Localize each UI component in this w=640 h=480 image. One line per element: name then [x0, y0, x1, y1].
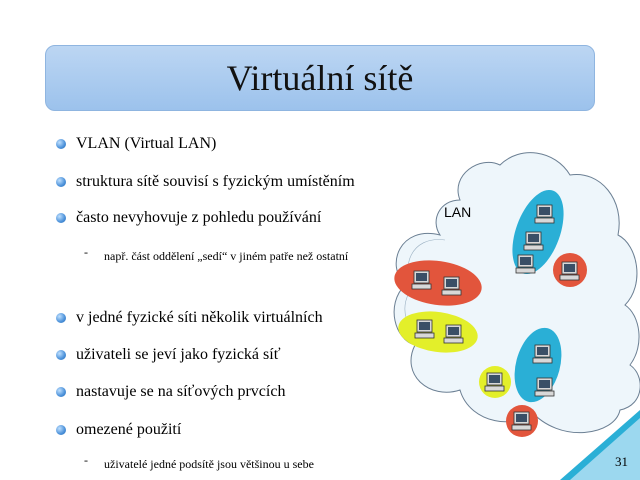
bullet-item: uživateli se jeví jako fyzická síť [56, 345, 281, 365]
bullet-icon [56, 387, 66, 397]
bullet-item: omezené použití [56, 420, 181, 440]
bullet-icon [56, 213, 66, 223]
dash-icon: - [84, 245, 88, 259]
bullet-icon [56, 139, 66, 149]
bullet-item: nastavuje se na síťových prvcích [56, 382, 285, 402]
corner-shape [560, 410, 640, 480]
bullet-icon [56, 425, 66, 435]
bullet-text: omezené použití [76, 421, 182, 438]
page-number: 31 [615, 454, 628, 469]
bullet-text: nastavuje se na síťových prvcích [76, 383, 286, 400]
bullet-text: struktura sítě souvisí s fyzickým umístě… [76, 173, 355, 190]
dash-icon: - [84, 453, 88, 467]
bullet-item: VLAN (Virtual LAN) [56, 134, 216, 154]
bullet-text: uživateli se jeví jako fyzická síť [76, 346, 281, 363]
bullet-text: často nevyhovuje z pohledu používání [76, 209, 322, 226]
bullet-item: v jedné fyzické síti několik virtuálních [56, 308, 323, 328]
sub-bullet-text: např. část oddělení „sedí“ v jiném patře… [104, 249, 349, 263]
bullet-icon [56, 313, 66, 323]
lan-label: LAN [444, 204, 472, 220]
bullet-text: VLAN (Virtual LAN) [76, 135, 217, 152]
bullet-icon [56, 350, 66, 360]
bullet-item: struktura sítě souvisí s fyzickým umístě… [56, 172, 355, 192]
slide-title-box: Virtuální sítě [45, 45, 595, 111]
bullet-text: v jedné fyzické síti několik virtuálních [76, 309, 323, 326]
slide-title: Virtuální sítě [226, 58, 414, 98]
vlan-diagram [393, 152, 640, 437]
sub-bullet-text: uživatelé jedné podsítě jsou většinou u … [104, 457, 314, 471]
bullet-icon [56, 177, 66, 187]
page-number-corner: 31 [560, 410, 640, 480]
bullet-item: často nevyhovuje z pohledu používání [56, 208, 321, 228]
